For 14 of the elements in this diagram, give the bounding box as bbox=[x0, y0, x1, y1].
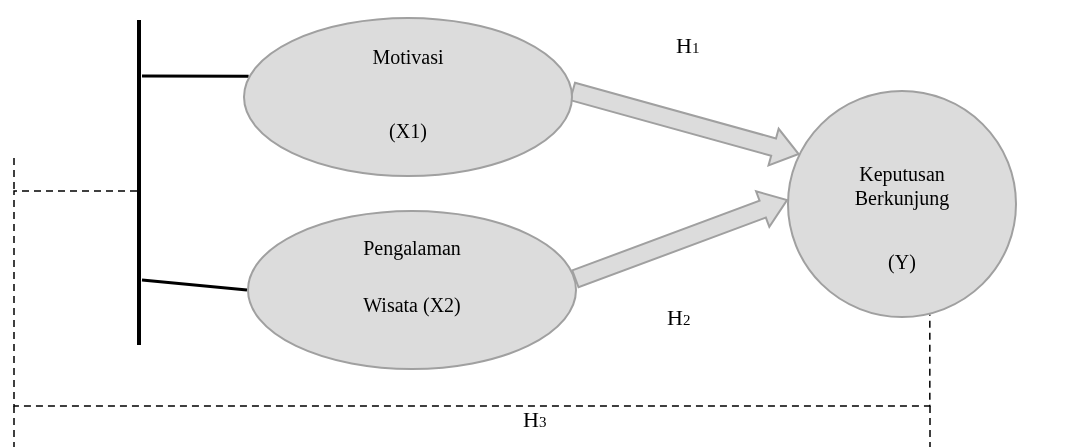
dashed-connector bbox=[13, 190, 931, 407]
connector-line bbox=[141, 278, 248, 292]
variable-label: Keputusan Berkunjung bbox=[853, 162, 951, 210]
variable-ellipse bbox=[243, 17, 573, 177]
variable-ellipse bbox=[247, 210, 577, 370]
variable-label: Pengalaman bbox=[362, 236, 462, 260]
variable-label: Wisata (X2) bbox=[362, 293, 462, 317]
block-arrow bbox=[570, 189, 789, 289]
variable-label: Motivasi bbox=[371, 45, 445, 69]
variable-label: (X1) bbox=[388, 119, 428, 143]
variable-ellipse bbox=[787, 90, 1017, 318]
connector-line bbox=[142, 74, 249, 78]
variable-label: (Y) bbox=[887, 250, 917, 274]
bracket-bar bbox=[137, 20, 143, 345]
